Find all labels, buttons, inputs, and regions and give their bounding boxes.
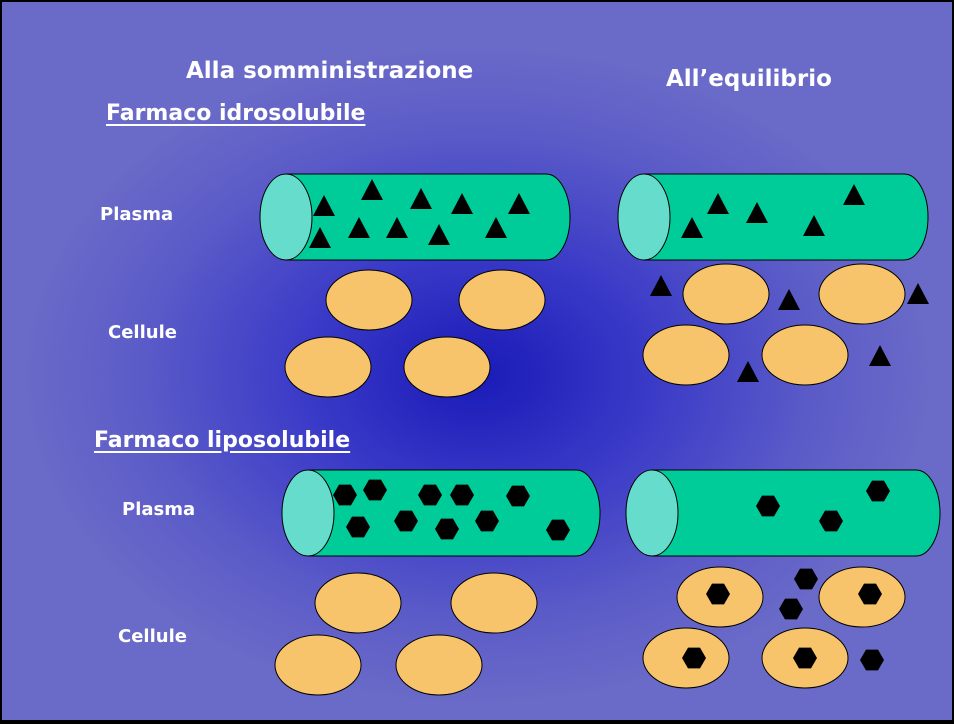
header-administration: Alla somministrazione: [186, 58, 474, 84]
header-equilibrium: All’equilibrio: [666, 66, 832, 92]
drug-hexagon: [858, 583, 882, 605]
vessel-top-left: [259, 173, 571, 261]
drug-hexagon: [756, 495, 780, 517]
cell: [274, 634, 362, 696]
cell: [325, 269, 413, 331]
vessel-bottom-right: [625, 469, 941, 557]
drug-triangle: [707, 193, 729, 214]
drug-triangle: [650, 275, 672, 296]
drug-hexagon: [475, 510, 499, 532]
drug-triangle: [451, 193, 473, 214]
cell: [818, 263, 906, 325]
drug-hexagon: [333, 484, 357, 506]
drug-triangle: [907, 283, 929, 304]
cell: [450, 572, 538, 634]
drug-hexagon: [860, 649, 884, 671]
cell: [314, 572, 402, 634]
drug-triangle: [485, 217, 507, 238]
drug-hexagon: [682, 647, 706, 669]
section-title-hydrosoluble: Farmaco idrosolubile: [106, 101, 366, 126]
row-label-plasma-bottom: Plasma: [122, 499, 196, 520]
drug-hexagon: [506, 485, 530, 507]
drug-triangle: [746, 202, 768, 223]
cell: [761, 324, 849, 386]
drug-hexagon: [346, 516, 370, 538]
drug-hexagon: [394, 510, 418, 532]
cell: [642, 324, 730, 386]
drug-triangle: [309, 227, 331, 248]
drug-triangle: [737, 361, 759, 382]
cell: [682, 263, 770, 325]
row-label-plasma-top: Plasma: [100, 204, 174, 225]
drug-triangle: [348, 217, 370, 238]
drug-triangle: [428, 224, 450, 245]
drug-hexagon: [794, 568, 818, 590]
drug-triangle: [361, 179, 383, 200]
drug-hexagon: [435, 518, 459, 540]
drug-hexagon: [793, 647, 817, 669]
drug-triangle: [386, 217, 408, 238]
cell: [284, 336, 372, 398]
drug-triangle: [313, 195, 335, 216]
drug-triangle: [843, 184, 865, 205]
drug-hexagon: [706, 583, 730, 605]
section-title-liposoluble: Farmaco liposolubile: [94, 428, 351, 453]
row-label-cells-bottom: Cellule: [118, 626, 187, 647]
cell: [403, 336, 491, 398]
drug-hexagon: [546, 519, 570, 541]
drug-hexagon: [363, 479, 387, 501]
cell: [395, 634, 483, 696]
drug-hexagon: [819, 510, 843, 532]
drug-triangle: [803, 215, 825, 236]
vessel-top-right: [617, 173, 929, 261]
drug-triangle: [778, 289, 800, 310]
drug-hexagon: [418, 484, 442, 506]
drug-hexagon: [866, 480, 890, 502]
row-label-cells-top: Cellule: [108, 322, 177, 343]
drug-hexagon: [450, 484, 474, 506]
drug-triangle: [410, 188, 432, 209]
drug-triangle: [869, 345, 891, 366]
drug-hexagon: [779, 598, 803, 620]
cell: [458, 269, 546, 331]
drug-triangle: [508, 193, 530, 214]
drug-triangle: [681, 217, 703, 238]
